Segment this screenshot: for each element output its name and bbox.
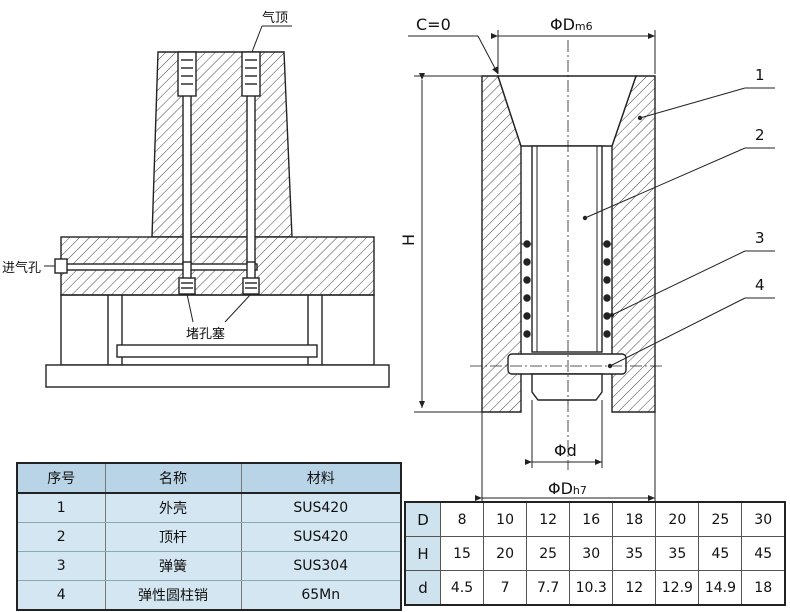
dimension-lines: [408, 30, 775, 502]
air-inlet-fitting: [54, 258, 68, 274]
cell-material: SUS420: [241, 522, 401, 552]
parts-table: 序号 名称 材料 1 外壳 SUS420 2 顶杆 SUS420 3 弹簧 SU…: [16, 462, 402, 611]
label-diameter-top: ΦDm6: [550, 15, 593, 34]
dim-cell: 7.7: [526, 570, 571, 606]
mold-assembly-figure: [44, 25, 390, 388]
header-no: 序号: [17, 463, 106, 494]
dim-cell: 16: [569, 501, 614, 537]
dim-cell: 10.3: [569, 570, 614, 606]
cell-no: 4: [17, 580, 106, 611]
callout-3: 3: [755, 229, 765, 247]
parts-table-header: 序号 名称 材料: [17, 463, 401, 494]
plug-screws: [178, 277, 260, 295]
dim-cell: 12: [526, 501, 571, 537]
dim-cell: 12.9: [655, 570, 700, 606]
table-row: 2 顶杆 SUS420: [17, 522, 401, 552]
cell-name: 外壳: [105, 493, 242, 523]
dim-cell: 25: [698, 501, 743, 537]
air-ejector-left: [177, 51, 197, 97]
dim-cell: 15: [439, 536, 485, 571]
cell-material: 65Mn: [241, 580, 401, 611]
dim-cell: 12: [612, 570, 657, 606]
table-row: 3 弹簧 SUS304: [17, 551, 401, 581]
row-label-d: d: [404, 570, 441, 606]
cell-material: SUS420: [241, 493, 401, 523]
dim-cell: 30: [569, 536, 614, 571]
dim-cell: 25: [526, 536, 571, 571]
table-row: 4 弹性圆柱销 65Mn: [17, 580, 401, 611]
cell-name: 弹性圆柱销: [105, 580, 242, 611]
header-material: 材料: [241, 463, 401, 494]
cell-no: 2: [17, 522, 106, 552]
callout-1: 1: [755, 66, 765, 84]
table-row: 1 外壳 SUS420: [17, 493, 401, 523]
dim-cell: 14.9: [698, 570, 743, 606]
dim-row-D: D 8 10 12 16 18 20 25 30: [404, 501, 786, 537]
label-chamfer: C=0: [416, 15, 451, 34]
dim-cell: 45: [741, 536, 786, 571]
dim-cell: 18: [741, 570, 786, 606]
dim-cell: 30: [741, 501, 786, 537]
dimension-table: D 8 10 12 16 18 20 25 30 H 15 20 25 30 3…: [404, 501, 786, 606]
dim-cell: 35: [655, 536, 700, 571]
dim-cell: 4.5: [439, 570, 485, 606]
cell-material: SUS304: [241, 551, 401, 581]
spring-part-3: [523, 240, 611, 338]
label-air-inlet: 进气孔: [2, 260, 41, 276]
dim-cell: 8: [439, 501, 485, 537]
core-block: [151, 51, 293, 238]
housing-part-1: [481, 75, 656, 413]
dim-cell: 35: [612, 536, 657, 571]
label-diameter-small: Φd: [554, 441, 577, 460]
dim-cell: 45: [698, 536, 743, 571]
callout-2: 2: [755, 126, 765, 144]
callout-4: 4: [755, 276, 765, 294]
label-air-top: 气顶: [262, 10, 288, 26]
cell-no: 3: [17, 551, 106, 581]
row-label-D: D: [404, 501, 441, 537]
label-height: H: [399, 234, 418, 246]
cell-name: 弹簧: [105, 551, 242, 581]
cell-no: 1: [17, 493, 106, 523]
dim-cell: 20: [655, 501, 700, 537]
rod-part-2: [497, 75, 637, 147]
rod-shaft: [531, 145, 603, 353]
air-ejector-section: [470, 40, 665, 470]
label-diameter-bottom: ΦDh7: [548, 479, 587, 498]
dim-row-H: H 15 20 25 30 35 35 45 45: [404, 536, 786, 571]
cell-name: 顶杆: [105, 522, 242, 552]
air-ejector-right: [241, 51, 261, 97]
dim-cell: 7: [483, 570, 528, 606]
row-label-H: H: [404, 536, 441, 571]
dim-row-d: d 4.5 7 7.7 10.3 12 12.9 14.9 18: [404, 570, 786, 606]
label-plug: 堵孔塞: [186, 326, 225, 342]
pin-part-4: [507, 353, 627, 375]
lower-frame: [45, 294, 390, 388]
header-name: 名称: [105, 463, 242, 494]
rod-foot: [531, 373, 603, 401]
dim-cell: 18: [612, 501, 657, 537]
dim-cell: 10: [483, 501, 528, 537]
dim-cell: 20: [483, 536, 528, 571]
